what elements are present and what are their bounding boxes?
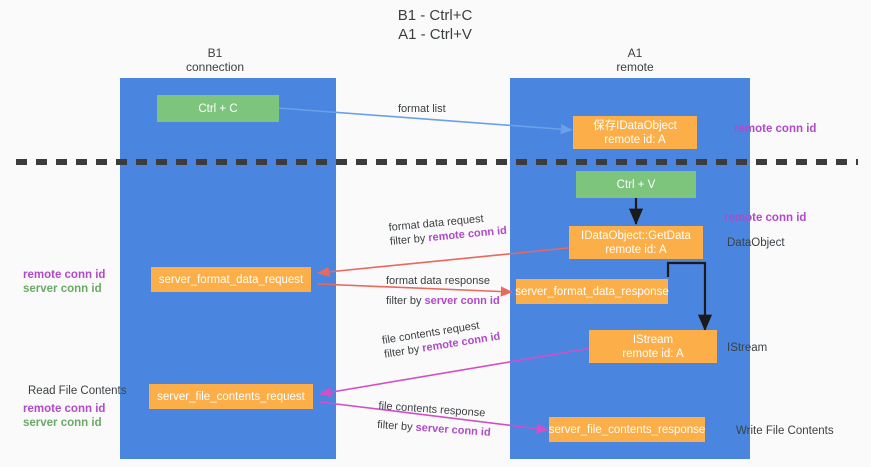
box-server-format-data-response[interactable]: server_format_data_response bbox=[515, 279, 669, 304]
box-save-idataobject-line1: 保存IDataObject bbox=[593, 119, 677, 132]
box-istream[interactable]: IStream remote id: A bbox=[589, 330, 717, 363]
box-ctrl-c[interactable]: Ctrl + C bbox=[157, 95, 279, 122]
box-save-idataobject-line2: remote id: A bbox=[604, 133, 666, 146]
box-server-file-contents-request-label: server_file_contents_request bbox=[157, 390, 305, 403]
box-save-idataobject[interactable]: 保存IDataObject remote id: A bbox=[573, 116, 697, 149]
box-server-format-data-response-label: server_format_data_response bbox=[515, 285, 669, 298]
page-title: B1 - Ctrl+C A1 - Ctrl+V bbox=[397, 7, 473, 43]
edge-label-format-list: format list bbox=[398, 102, 446, 116]
annotation-conn-ids-bottom-server: server conn id bbox=[23, 417, 102, 429]
edge-label-format-data-response: format data response filter by server co… bbox=[386, 274, 500, 308]
annotation-conn-ids-bottom: remote conn id server conn id bbox=[23, 402, 105, 430]
edge-label-fcresp-line1: file contents response bbox=[378, 399, 486, 420]
box-server-format-data-request[interactable]: server_format_data_request bbox=[151, 267, 311, 292]
box-server-file-contents-response[interactable]: server_file_contents_response bbox=[549, 417, 705, 442]
box-ctrl-v[interactable]: Ctrl + V bbox=[576, 171, 696, 198]
box-getdata-line2: remote id: A bbox=[605, 243, 667, 256]
annotation-remote-conn-id-mid: remote conn id bbox=[724, 212, 807, 224]
edge-label-fdreq-line2: filter by bbox=[389, 232, 429, 248]
lane-header-a1: A1 remote bbox=[616, 46, 654, 74]
box-ctrl-v-label: Ctrl + V bbox=[616, 178, 656, 191]
annotation-istream: IStream bbox=[727, 342, 768, 354]
annotation-read-file-contents: Read File Contents bbox=[28, 385, 127, 397]
annotation-conn-ids-mid-remote: remote conn id bbox=[23, 269, 106, 281]
box-istream-line2: remote id: A bbox=[622, 347, 684, 360]
edge-label-fcresp-tag: server conn id bbox=[415, 421, 492, 439]
annotation-write-file-contents: Write File Contents bbox=[736, 425, 834, 437]
edge-label-fcresp-line2: filter by bbox=[376, 418, 417, 434]
lane-header-b1: B1 connection bbox=[185, 46, 245, 74]
edge-label-fdresp-tag: server conn id bbox=[424, 295, 500, 307]
box-getdata-line1: IDataObject::GetData bbox=[581, 229, 691, 242]
box-server-format-data-request-label: server_format_data_request bbox=[158, 273, 304, 286]
annotation-conn-ids-mid: remote conn id server conn id bbox=[23, 268, 105, 296]
box-ctrl-c-label: Ctrl + C bbox=[198, 102, 238, 115]
annotation-conn-ids-bottom-remote: remote conn id bbox=[23, 403, 106, 415]
annotation-conn-ids-mid-server: server conn id bbox=[23, 283, 102, 295]
box-istream-line1: IStream bbox=[632, 333, 674, 346]
box-server-file-contents-request[interactable]: server_file_contents_request bbox=[149, 384, 313, 409]
edge-label-format-list-text: format list bbox=[398, 103, 446, 115]
box-server-file-contents-response-label: server_file_contents_response bbox=[548, 423, 706, 436]
edge-label-fdresp-line2: filter by bbox=[386, 295, 425, 307]
edge-label-file-contents-response: file contents response filter by server … bbox=[377, 399, 493, 440]
edge-label-file-contents-request: file contents request filter by remote c… bbox=[381, 316, 501, 362]
annotation-dataobject: DataObject bbox=[727, 237, 785, 249]
box-getdata[interactable]: IDataObject::GetData remote id: A bbox=[569, 226, 703, 259]
edge-label-fdresp-line1: format data response bbox=[386, 275, 490, 287]
annotation-remote-conn-id-top: remote conn id bbox=[734, 123, 817, 135]
edge-label-format-data-request: format data request filter by remote con… bbox=[388, 210, 508, 249]
